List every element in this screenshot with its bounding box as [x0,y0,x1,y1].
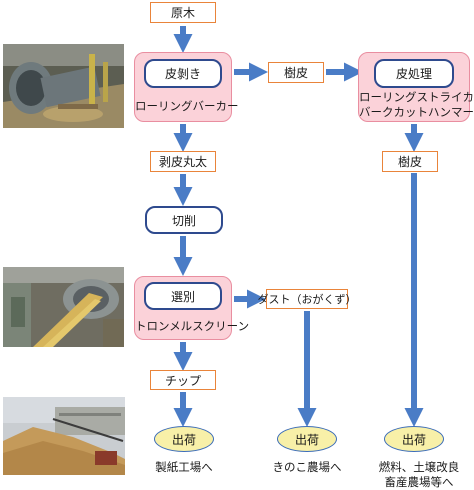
bark-processing-label: 皮処理 [395,67,432,81]
debarking-step: 皮剝き [144,59,222,88]
destination-livestock-text: 畜産農場等へ [384,475,454,489]
destination-fuel-soil-livestock: 燃料、土壌改良 畜産農場等へ [369,460,469,490]
destination-fuel-soil-text: 燃料、土壌改良 [378,460,460,474]
cutting-step: 切削 [145,206,223,234]
raw-wood-box: 原木 [150,2,216,23]
debarking-machine-label: ローリングバーカー [135,99,239,114]
trommel-screen-photo [3,267,124,347]
debarking-machine-text: ローリングバーカー [135,99,239,113]
ship-label-mushroom: 出荷 [294,432,319,447]
peeled-log-box: 剥皮丸太 [150,151,216,172]
sorting-step: 選別 [144,282,222,310]
destination-mushroom-farm: きのこ農場へ [262,460,352,475]
debarking-label: 皮剝き [164,67,201,81]
chips-label: チップ [164,373,201,388]
wood-chip-pile-photo [3,397,125,475]
bark-processing-machine-line2: バークカットハンマー [359,105,474,119]
dust-box: ダスト（おがくず） [258,289,357,309]
bark-processing-machine-label: ローリングストライカー バークカットハンマー [359,90,474,120]
ship-label-paper: 出荷 [171,432,196,447]
cutting-label: 切削 [171,213,196,228]
destination-mushroom-farm-text: きのこ農場へ [272,460,342,474]
bark-output-box: 樹皮 [382,151,438,172]
bark-output-label: 樹皮 [397,155,422,169]
ship-label-fuel: 出荷 [401,432,426,447]
bark-processing-box: 皮処理 ローリングストライカー バークカットハンマー [358,52,474,122]
raw-wood-label: 原木 [170,6,195,20]
sorting-process-box: 選別 トロンメルスクリーン [134,276,249,340]
peeled-log-label: 剥皮丸太 [158,155,207,169]
destination-paper-mill-text: 製紙工場へ [155,460,213,474]
ship-oval-mushroom: 出荷 [277,426,337,452]
bark-processing-step: 皮処理 [374,59,454,88]
chips-box: チップ [150,370,216,390]
destination-paper-mill: 製紙工場へ [144,460,224,475]
sorting-machine-label: トロンメルスクリーン [135,319,249,334]
debarking-machine-photo [3,44,124,128]
bark-label: 樹皮 [283,66,308,80]
sorting-machine-text: トロンメルスクリーン [135,319,250,333]
sorting-label: 選別 [170,289,195,304]
dust-label: ダスト（おがくず） [257,293,357,306]
bark-box: 樹皮 [268,62,324,83]
bark-processing-machine-line1: ローリングストライカー [359,90,474,104]
debarking-process-box: 皮剝き ローリングバーカー [134,52,239,122]
ship-oval-fuel: 出荷 [384,426,444,452]
ship-oval-paper: 出荷 [154,426,214,452]
